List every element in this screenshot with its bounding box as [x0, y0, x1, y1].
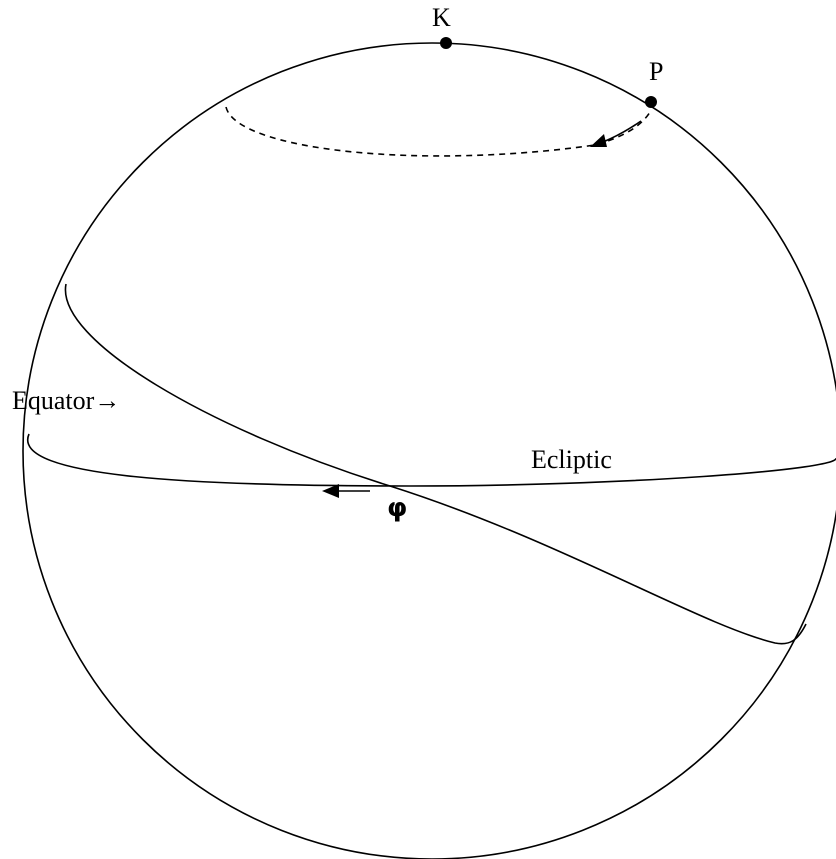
vernal-arrowhead [322, 484, 339, 498]
point-p [645, 96, 657, 108]
label-p: P [649, 57, 663, 86]
equator-line [64, 283, 807, 645]
label-equator: Equator→ [12, 386, 120, 415]
label-ecliptic: Ecliptic [531, 445, 612, 474]
precession-circle [225, 106, 651, 157]
celestial-sphere [22, 42, 836, 859]
precession-arrow-line [602, 120, 642, 143]
label-k: K [432, 3, 451, 32]
ecliptic-line [26, 433, 836, 487]
point-k [440, 37, 452, 49]
vernal-point-symbol: φ [387, 493, 407, 523]
precession-arrowhead [590, 134, 607, 147]
